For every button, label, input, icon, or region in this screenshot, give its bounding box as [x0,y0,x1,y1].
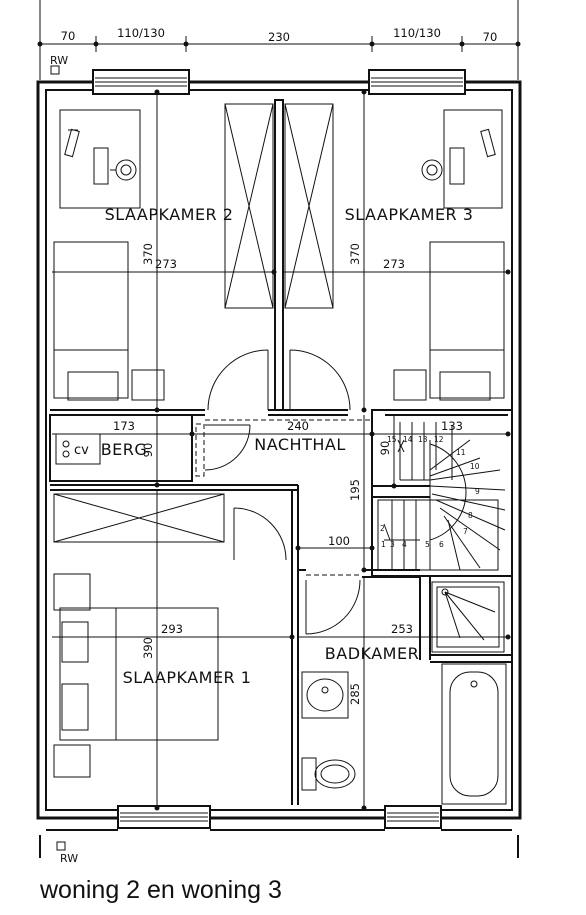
step-14: 14 [403,435,413,444]
label-cv: cv [74,443,89,458]
dim-sk1-height: 390 [141,637,155,659]
interior-walls [49,99,513,805]
step-1: 1 [381,540,386,549]
dim-sk1-width: 293 [161,622,183,636]
bed-bedroom-1 [53,573,219,778]
top-dim-1: 70 [61,29,76,43]
plan-caption: woning 2 en woning 3 [40,876,282,904]
dim-sk2-width: 273 [155,257,177,271]
door-badkamer [305,579,361,635]
top-dim-4: 110/130 [393,26,441,40]
label-slaapkamer-3: SLAAPKAMER 3 [345,205,474,224]
dim-hall-height: 195 [348,479,362,501]
rw-label-bottom: RW [60,852,78,865]
washbasin [301,671,349,719]
desk-bedroom-2 [59,109,141,209]
bed-bedroom-3 [393,241,505,401]
step-9: 9 [475,487,480,496]
room-dimension-lines [52,92,508,808]
step-4: 4 [402,540,407,549]
door-bedroom-2 [207,349,269,411]
top-dim-5: 70 [483,30,498,44]
top-dim-2: 110/130 [117,26,165,40]
step-2: 2 [380,524,385,533]
rainwater-pipe-bottom [56,841,66,851]
step-11: 11 [456,448,466,457]
dim-sk3-height: 370 [348,243,362,265]
step-7: 7 [463,527,468,536]
bed-bedroom-2 [53,241,165,401]
step-6: 6 [439,540,444,549]
step-3: 3 [390,540,395,549]
label-slaapkamer-1: SLAAPKAMER 1 [123,668,252,687]
label-berg: BERG [101,440,148,459]
staircase [377,422,506,571]
dim-bath-width: 253 [391,622,413,636]
dim-stair-height: 90 [378,441,392,456]
rw-label-top: RW [50,54,68,67]
dim-bath-height: 285 [348,683,362,705]
desk-bedroom-3 [421,109,503,209]
dim-sk2-height: 370 [141,243,155,265]
step-13: 13 [418,435,428,444]
toilet [301,757,356,791]
label-slaapkamer-2: SLAAPKAMER 2 [105,205,234,224]
step-15: 15 [387,435,397,444]
step-5: 5 [425,540,430,549]
step-8: 8 [468,511,473,520]
door-bedroom-3 [289,349,351,411]
wardrobe-bedroom-2 [224,103,274,309]
window-bottom-left [117,805,211,829]
step-12: 12 [434,435,444,444]
wardrobe-bedroom-3 [284,103,334,309]
label-badkamer: BADKAMER [325,644,419,663]
dim-berg-width: 173 [113,419,135,433]
shower [431,581,505,653]
dimension-tick-dots [154,89,511,811]
dim-berg-height: 90 [141,443,155,458]
top-dim-3: 230 [268,30,290,44]
dim-stair-width: 133 [441,419,463,433]
bottom-boundary [39,829,519,858]
dim-hall-lower-width: 100 [328,534,350,548]
window-top-left [92,69,190,95]
label-nachthal: NACHTHAL [254,435,346,454]
bathtub [441,663,507,805]
rainwater-pipe-top [50,65,60,75]
door-bedroom-1 [233,507,287,561]
step-10: 10 [470,462,480,471]
dim-sk3-width: 273 [383,257,405,271]
stair-step-numbers: 1 2 3 4 5 6 7 8 9 10 11 12 13 14 15 [380,435,480,549]
window-top-right [368,69,466,95]
window-bottom-right [384,805,442,829]
wardrobe-bedroom-1 [53,493,225,543]
dim-hall-width: 240 [287,419,309,433]
top-dimension-ticks [37,41,521,47]
hall-dashed-lines [195,419,370,576]
door-berg [204,424,251,471]
